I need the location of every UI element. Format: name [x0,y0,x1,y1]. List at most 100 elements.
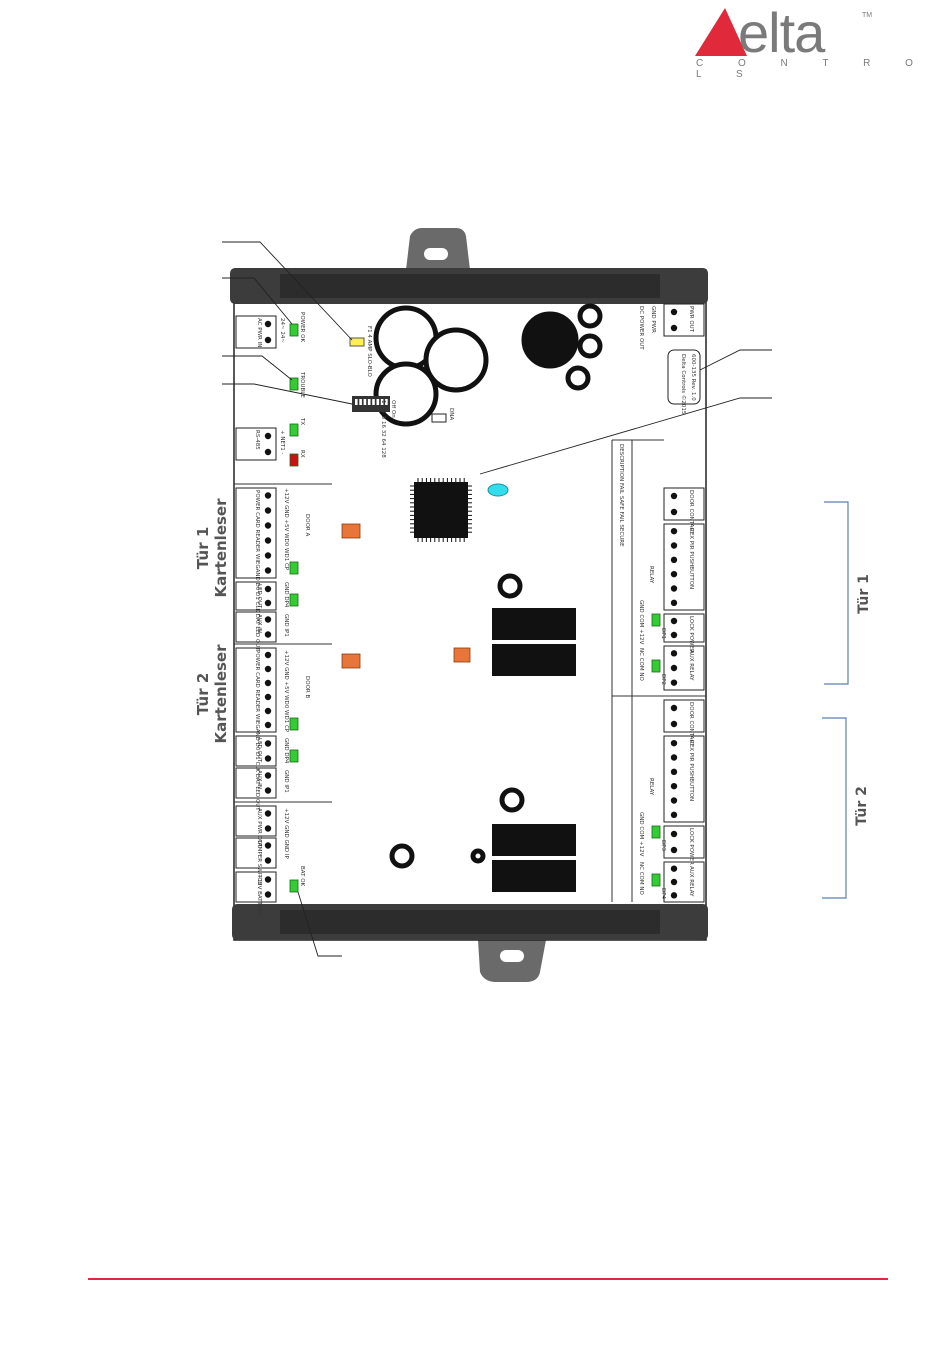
aux-in-b: AUX IN [256,770,262,789]
dip-bit [372,399,375,405]
terminal-screw [264,616,272,623]
terminal-screw [670,878,678,886]
cpu-chip [414,482,468,538]
dip-switch-bits [355,399,388,405]
ac-terminal-label: 24~ 24~ [279,318,285,343]
dp1-led [651,613,661,627]
footer-rule [88,1278,888,1280]
serial-label: Delta Controls ©2015 [680,354,687,415]
dna-label: DNA [448,408,454,420]
gnd-24-a: GND COM +12V [638,600,644,645]
leader-lines [222,241,772,957]
dp3-led [651,825,661,839]
dip-bit [355,399,358,405]
logo-wordmark: elta [738,1,825,64]
terminal-screw [264,876,272,883]
terminal-screw [264,522,272,529]
reader-sub-a: POWER CARD READER WIEGAND D0 D1 CLK DAT … [254,490,260,651]
terminal-screw [264,492,272,499]
rex-a: REX PIR PUSHBUTTON [688,528,694,589]
terminal-screw [264,707,272,715]
terminal-screw [264,537,272,544]
aux-in-a: AUX IN [256,614,262,633]
relay-b: RELAY [648,778,654,796]
terminal-screw [670,664,678,672]
section-dividers [234,439,706,902]
led-out-a: LED OUT [256,584,262,609]
rx-label: RX [299,450,305,458]
door-b-label: DOOR B [304,676,310,698]
dp1-label: DP1 [660,628,666,639]
terminal-screw [264,665,272,673]
terminal-screw [264,693,272,701]
terminal-screw [670,631,678,639]
tur1-label-line1: Tür 1 [194,527,212,570]
terminal-screw [670,811,678,819]
door-contact-b: DOOR CONTACT [688,702,694,747]
fuse-label: F1 4 AMP SLO-BLO [366,326,372,378]
terminal-screw [670,830,678,838]
rx-led [289,453,299,467]
net-label: + NET1 - [279,430,285,455]
capacitors [373,303,603,869]
terminal-screw [670,556,678,564]
led-out-b: LED OUT [256,738,262,763]
terminal-screw [264,740,272,747]
delta-triangle-icon [695,8,747,56]
tur1-label-line2: Kartenleser [212,498,230,598]
gnd-pwr-label: GND PWR [650,306,656,333]
tur2-label-line2: Kartenleser [212,644,230,744]
leds [289,323,661,893]
reader-sub-b: POWER CARD READER WIEGAND D0 D1 CLK DAT … [254,650,260,811]
fuse [349,337,365,347]
aux-relay-a: AUX RELAY [688,650,694,681]
dp3-label: DP3 [660,840,666,852]
terminal-screw [670,846,678,854]
dip-bit [367,399,371,405]
terminal-screw [264,810,272,817]
tur2-label-line1: Tür 2 [194,673,212,716]
dip-bit [359,399,362,405]
terminal-screw [670,865,678,872]
led-b1 [289,717,299,731]
terminal-screw [670,617,678,625]
terminal-screw [264,552,272,559]
terminal-screw [264,599,272,607]
bat-ok-led [289,879,299,893]
trouble-led [289,377,299,391]
rs485-label: RS-485 [254,430,260,450]
terminal-screw [264,432,272,440]
gnd-12v-label: +12V GND GND IP [283,808,289,859]
dna-jumper [431,413,447,423]
terminal-screw [264,857,272,864]
relays [492,608,576,892]
terminal-screw [670,797,678,804]
aux-relay-b: AUX RELAY [688,866,694,897]
logo-subtitle: C O N T R O L S [696,58,929,80]
terminal-screw [670,768,678,776]
terminal-screw [264,567,272,574]
terminal-screw [264,772,272,779]
serial-sticker [667,349,701,405]
cpu-pins [410,478,472,542]
terminal-screw [264,755,272,762]
led-a2 [289,593,299,607]
terminal-screw [264,787,272,794]
dp4-led [651,873,661,887]
terminal-screw [264,320,272,328]
terminal-screw [670,892,678,899]
dip-bit [385,399,388,405]
tur2-kartenleser-label: Tür 2 Kartenleser [194,644,230,744]
top-housing-inner [280,274,660,298]
gnd-ip-a: GND IP1 [283,614,289,637]
bat-ok-label: BAT OK [299,866,305,887]
gnd-24-b: GND COM +12V [638,812,644,857]
dip-bit [363,399,367,405]
terminal-screw [264,631,272,638]
rex-b: REX PIR PUSHBUTTON [688,740,694,801]
pwr-out-label: PWR OUT [688,306,694,333]
aux-pwr-label: AUX PWR OUT [256,808,262,848]
gnd-dp-b: GND DP4 [283,738,289,764]
